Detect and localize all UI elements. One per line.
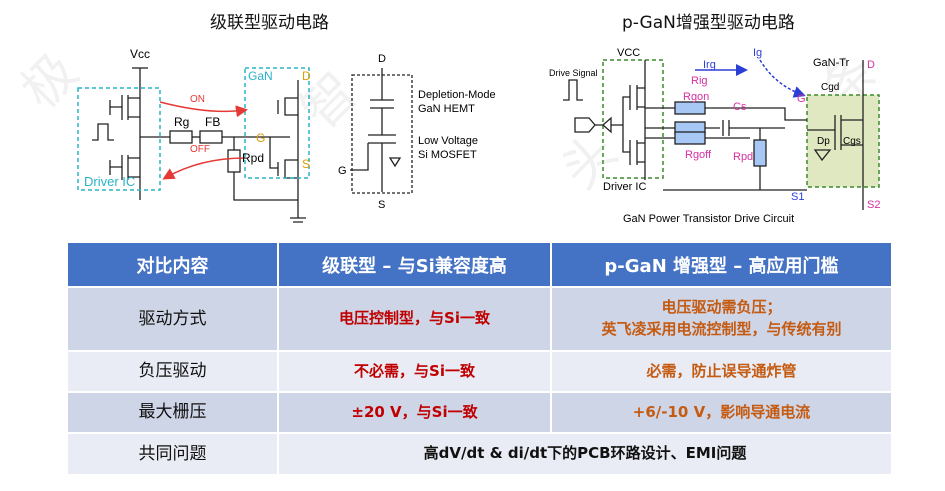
table-row: 驱动方式 电压控制型，与Si一致 电压驱动需负压； 英飞凌采用电流控制型，与传统… (68, 286, 891, 351)
right-figure-title: p-GaN增强型驱动电路 (622, 13, 795, 33)
lowv-label-line1: Low Voltage (418, 135, 478, 147)
depletion-label-line2: GaN HEMT (418, 103, 475, 115)
fb-label: FB (205, 115, 220, 129)
legend-s-label: S (378, 199, 385, 211)
ig-label: Ig (753, 47, 762, 59)
s1-label: S1 (791, 191, 804, 203)
header-cascode: 级联型 – 与Si兼容度高 (278, 243, 552, 287)
cascode-drive-circuit-diagram: Vcc ON OFF Rg FB Rpd Driver IC GaN D G S… (77, 47, 496, 223)
gan-label: GaN (248, 69, 273, 83)
drain-label: D (302, 69, 311, 83)
lowv-label-line2: Si MOSFET (418, 149, 477, 161)
cgd-label: Cgd (821, 82, 839, 93)
pgan-cell: 必需，防止误导通炸管 (551, 350, 891, 392)
source-label: S (302, 157, 310, 171)
irg-label: Irg (703, 59, 716, 71)
off-label: OFF (190, 144, 210, 155)
cascode-cell: 不必需，与Si一致 (278, 350, 552, 392)
pgan-cell-line1: 电压驱动需负压； (661, 298, 782, 317)
driver-ic-label: Driver IC (603, 181, 646, 193)
cascode-cell: ±20 V，与Si一致 (278, 391, 552, 433)
rgon-label: Rgon (683, 91, 709, 103)
dp-label: Dp (817, 136, 830, 147)
row-label: 最大栅压 (68, 391, 279, 433)
pgan-drive-circuit-diagram: Drive Signal VCC Irg Ig Rig Rgon Cs Rgof… (549, 47, 880, 225)
table-row: 共同问题 高dV/dt & di/dt下的PCB环路设计、EMI问题 (68, 432, 891, 474)
gate-label: G (256, 131, 265, 145)
header-pgan: p-GaN 增强型 – 高应用门槛 (551, 243, 891, 287)
right-figure-caption: GaN Power Transistor Drive Circuit (623, 213, 794, 225)
gan-gate-label: G (797, 93, 806, 105)
vcc-label: VCC (617, 47, 640, 59)
vcc-label: Vcc (130, 47, 150, 61)
s2-label: S2 (867, 199, 880, 211)
gan-drain-label: D (867, 59, 875, 71)
table-row: 最大栅压 ±20 V，与Si一致 +6/-10 V，影响导通电流 (68, 391, 891, 433)
common-issue-cell: 高dV/dt & di/dt下的PCB环路设计、EMI问题 (278, 432, 891, 474)
table-row: 负压驱动 不必需，与Si一致 必需，防止误导通炸管 (68, 350, 891, 392)
rig-label: Rig (691, 75, 708, 87)
rpd-label: Rpd (242, 151, 264, 165)
left-figure-title: 级联型驱动电路 (210, 13, 329, 33)
legend-d-label: D (378, 53, 386, 65)
cascode-cell: 电压控制型，与Si一致 (278, 286, 552, 351)
cgs-label: Cgs (843, 136, 861, 147)
row-label: 共同问题 (68, 432, 279, 474)
on-label: ON (190, 94, 205, 105)
header-item: 对比内容 (68, 243, 279, 287)
row-label: 驱动方式 (68, 286, 279, 351)
pgan-cell: +6/-10 V，影响导通电流 (551, 391, 891, 433)
rgoff-label: Rgoff (685, 149, 712, 161)
legend-g-label: G (338, 165, 347, 177)
row-label: 负压驱动 (68, 350, 279, 392)
pgan-cell-line2: 英飞凌采用电流控制型，与传统有别 (601, 320, 842, 338)
comparison-table: 对比内容 级联型 – 与Si兼容度高 p-GaN 增强型 – 高应用门槛 驱动方… (68, 243, 891, 474)
drive-signal-label: Drive Signal (549, 68, 598, 78)
pgan-cell: 电压驱动需负压； 英飞凌采用电流控制型，与传统有别 (551, 286, 891, 351)
cs-label: Cs (733, 101, 747, 113)
rpd-label: Rpd (733, 151, 753, 163)
gan-tr-label: GaN-Tr (813, 57, 850, 69)
depletion-label-line1: Depletion-Mode (418, 89, 496, 101)
table-header-row: 对比内容 级联型 – 与Si兼容度高 p-GaN 增强型 – 高应用门槛 (68, 243, 891, 287)
driver-ic-label: Driver IC (84, 174, 135, 189)
rg-label: Rg (174, 115, 189, 129)
